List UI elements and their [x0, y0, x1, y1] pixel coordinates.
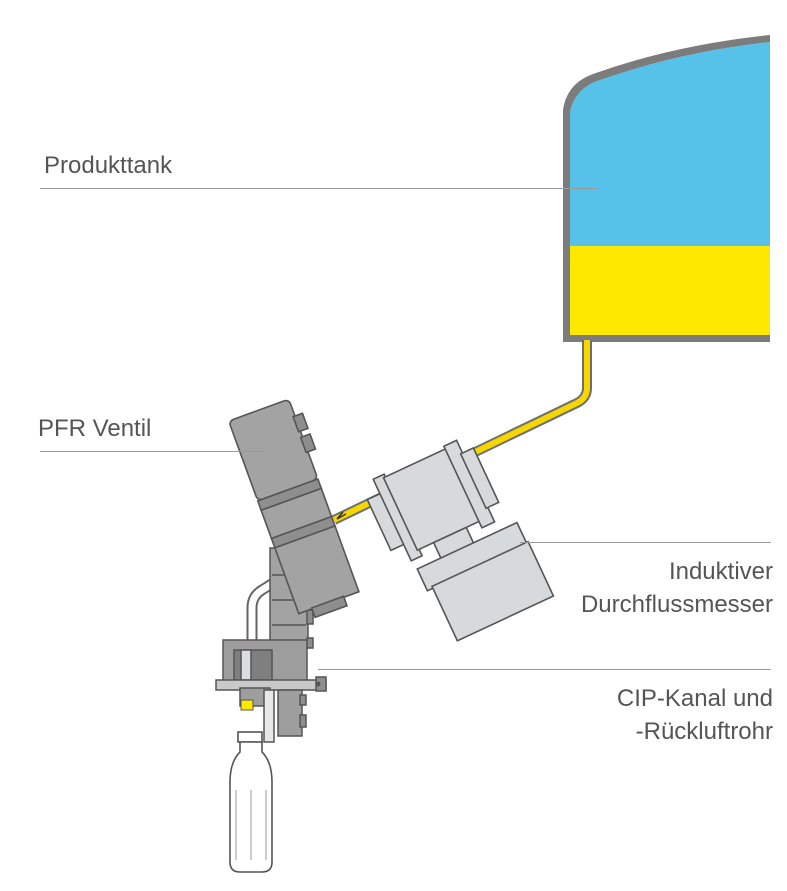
label-meter-line-1: Induktiver: [668, 558, 773, 585]
label-cip-line-1: CIP-Kanal und: [616, 685, 773, 712]
valve-leader-line: [40, 451, 266, 452]
inductive-flow-meter: [366, 439, 555, 642]
label-cip-line-2: -Rückluftrohr: [635, 718, 773, 745]
tank-leader-line: [40, 188, 598, 189]
label-cip-channel: CIP-Kanal und -Rückluftrohr: [473, 682, 773, 748]
label-pfr-ventil: PFR Ventil: [38, 415, 152, 442]
tank-product-level: [570, 246, 770, 335]
pet-bottle: [229, 731, 273, 873]
filling-head: [215, 639, 327, 743]
meter-leader-line: [520, 542, 771, 543]
pfr-valve: [229, 399, 360, 619]
flow-arrow-icon: [336, 511, 347, 520]
tank-gas-space: [570, 42, 770, 246]
product-pipe: [331, 340, 592, 525]
cip-return-air-pipe: [246, 561, 303, 648]
cip-leader-line: [318, 669, 771, 670]
meter-flange-outer: [459, 446, 500, 510]
label-inductive-flow-meter: Induktiver Durchflussmesser: [473, 555, 773, 621]
label-meter-line-2: Durchflussmesser: [580, 591, 773, 618]
product-tank: [563, 35, 770, 342]
meter-transmitter-housing: [430, 540, 555, 642]
cip-callout-point: [315, 681, 321, 687]
label-produkttank: Produkttank: [44, 152, 173, 179]
